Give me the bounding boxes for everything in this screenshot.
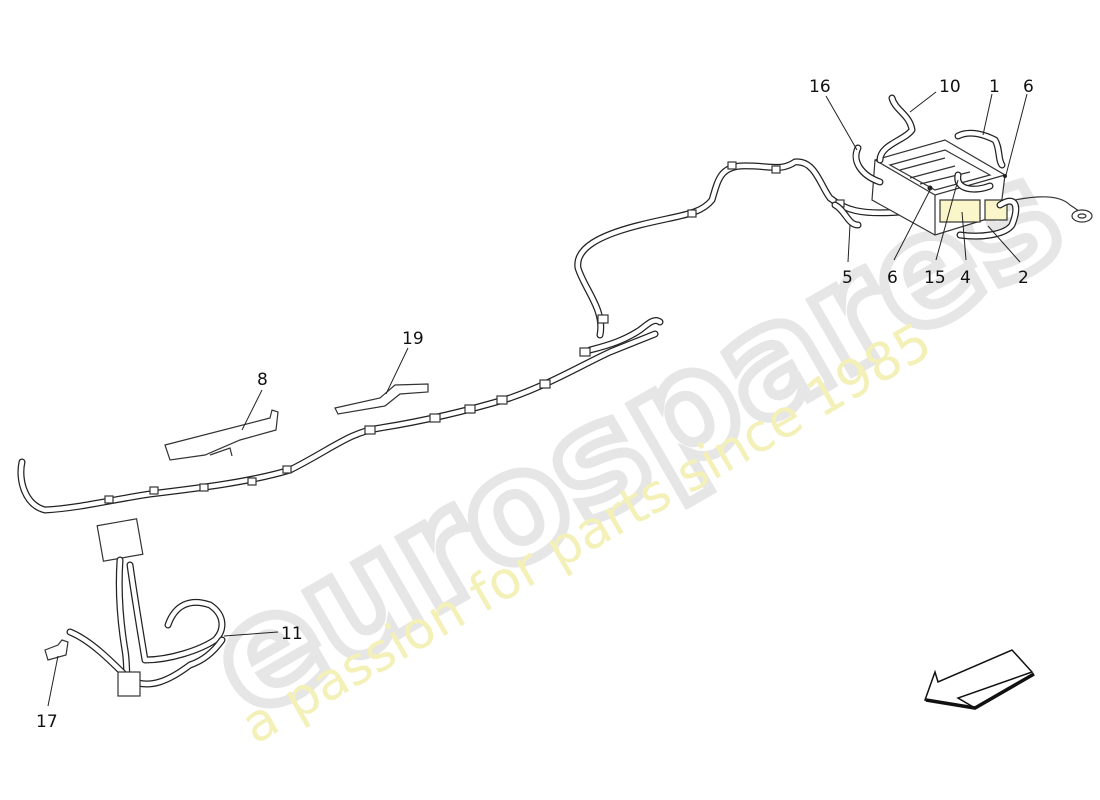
arrow-shadow	[925, 672, 1035, 710]
module-harnesses	[831, 94, 1007, 229]
callout-10: 10	[939, 77, 961, 97]
harness-part-11	[66, 518, 226, 697]
bracket-part-17	[44, 639, 69, 661]
callout-4: 4	[960, 268, 971, 288]
callout-labels: 16 10 1 6 5 6 15 4 2 19 8 11 17	[36, 77, 1034, 732]
inverter-module	[871, 139, 1093, 240]
bracket-part-8	[164, 409, 279, 461]
callout-19: 19	[402, 329, 424, 349]
callout-6-bottom: 6	[887, 268, 898, 288]
callout-5: 5	[842, 268, 853, 288]
callout-8: 8	[257, 370, 268, 390]
front-direction-arrow	[923, 649, 1034, 709]
callout-2: 2	[1018, 268, 1029, 288]
leader-lines	[47, 91, 1028, 707]
callout-6-top: 6	[1023, 77, 1034, 97]
callout-1: 1	[989, 77, 1000, 97]
main-harness	[17, 158, 904, 514]
callout-15: 15	[924, 268, 946, 288]
harness-clips	[104, 161, 845, 504]
callout-17: 17	[36, 712, 58, 732]
callout-16: 16	[809, 77, 831, 97]
bracket-part-19	[334, 383, 429, 415]
callout-11: 11	[281, 624, 303, 644]
